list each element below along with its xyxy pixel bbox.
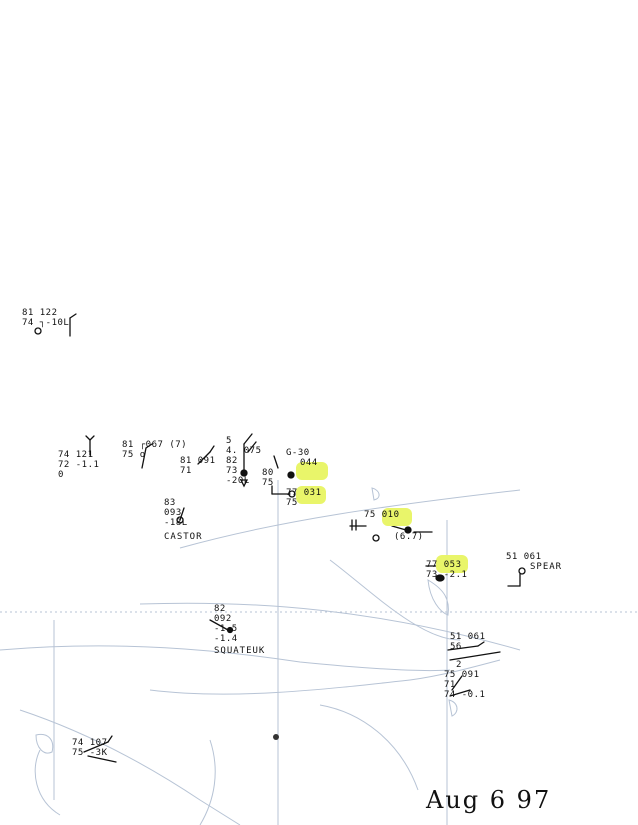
city-dot xyxy=(273,734,279,740)
plot-line: 73 xyxy=(226,466,238,476)
coastline xyxy=(149,659,501,695)
station-plot-central-a: 5 4. 075 82 73 -20L xyxy=(226,436,262,486)
island xyxy=(35,733,54,754)
river xyxy=(199,739,216,825)
plot-line: 75 -3K xyxy=(72,748,108,758)
plot-line: 75 xyxy=(286,498,298,508)
wind-barb xyxy=(447,641,501,697)
station-plot-g30: G-30 044 80 75 77 031 75 xyxy=(262,448,322,508)
plot-line: 75 010 xyxy=(364,510,400,520)
plot-line: 0 xyxy=(58,470,64,480)
plot-line: 092 xyxy=(214,614,232,624)
plot-line: 74 -0.1 xyxy=(444,690,486,700)
plot-line: 2 xyxy=(456,660,462,670)
wind-barb xyxy=(209,619,234,634)
plot-line: 74 121 xyxy=(58,450,94,460)
plot-line: 72 -1.1 xyxy=(58,460,100,470)
plot-line: -1.5 xyxy=(214,624,238,634)
island xyxy=(427,579,449,616)
plot-line: 093 xyxy=(164,508,182,518)
plot-line: 74 107 xyxy=(72,738,108,748)
plot-line: 5 xyxy=(226,436,232,446)
coastline xyxy=(329,559,461,641)
plot-line: 71 xyxy=(180,466,192,476)
plot-line: -20L xyxy=(226,476,250,486)
coastline xyxy=(319,704,419,791)
coastline xyxy=(0,645,451,672)
station-plot-se-2: 2 75 091 71 74 -0.1 xyxy=(444,660,485,700)
island xyxy=(448,699,458,717)
plot-line: 80 xyxy=(262,468,274,478)
place-label-spear: SPEAR xyxy=(530,562,563,572)
coastline xyxy=(19,709,241,825)
station-plot-castor: 83 093 -18L CASTOR xyxy=(164,498,203,542)
wind-barb xyxy=(34,313,77,337)
plot-line: 51 061 xyxy=(506,552,542,562)
plot-line: -1.4 xyxy=(214,634,238,644)
station-plot-se-1: 51 061 56 xyxy=(450,632,486,652)
plot-line: 044 xyxy=(300,458,318,468)
plot-line: 51 061 xyxy=(450,632,486,642)
latitude-arc xyxy=(139,602,521,651)
plot-line: (6.7) xyxy=(394,532,424,542)
latitude-arc xyxy=(179,489,521,549)
plot-line: 75 xyxy=(262,478,274,488)
plot-line: G-30 xyxy=(286,448,310,458)
plot-line: 74 ┐-10L xyxy=(22,318,70,328)
wind-barb xyxy=(83,735,117,763)
plot-line: 4. 075 xyxy=(226,446,262,456)
plot-line: 77 031 xyxy=(286,488,322,498)
island xyxy=(371,487,380,501)
station-plot-ne-corner: 81 122 74 ┐-10L xyxy=(22,308,69,328)
wind-barb xyxy=(176,507,185,524)
plot-line: 81 091 xyxy=(180,456,216,466)
plot-line: 75 o xyxy=(122,450,146,460)
station-plot-east-1: 75 010 (6.7) xyxy=(364,510,424,542)
river xyxy=(34,749,61,816)
plot-line: -18L xyxy=(164,518,188,528)
plot-line: 75 091 xyxy=(444,670,480,680)
handwritten-date: Aug 6 97 xyxy=(426,786,552,814)
plot-line: 81 ┌067 (7) xyxy=(122,440,188,450)
station-plot-sw: 74 107 75 -3K xyxy=(72,738,108,758)
plot-line: 77 053 xyxy=(426,560,462,570)
plot-line: 56 xyxy=(450,642,462,652)
wind-barb xyxy=(197,445,215,465)
station-plot-east-2: 77 053 73 -2.1 xyxy=(426,560,467,580)
station-plot-far-west: 74 121 72 -1.1 0 xyxy=(58,450,99,480)
plot-line: 83 xyxy=(164,498,176,508)
place-label-squateuk: SQUATEUK xyxy=(214,646,266,656)
wind-barb xyxy=(349,519,433,542)
wind-barb xyxy=(85,435,95,456)
wind-barb xyxy=(239,433,257,488)
plot-line: 73 -2.1 xyxy=(426,570,468,580)
station-plot-west-3: 81 091 71 xyxy=(180,456,216,476)
wind-barb xyxy=(507,567,526,587)
plot-line: 71 xyxy=(444,680,456,690)
plot-line: 81 122 xyxy=(22,308,58,318)
station-plot-spear: 51 061 SPEAR xyxy=(506,552,562,572)
wind-barb xyxy=(271,455,296,498)
plot-line: 82 xyxy=(214,604,226,614)
station-plot-west-2: 81 ┌067 (7) 75 o xyxy=(122,440,187,460)
place-label-castor: CASTOR xyxy=(164,532,203,542)
plot-line: 82 xyxy=(226,456,238,466)
station-plot-squateuk: 82 092 -1.5 -1.4 SQUATEUK xyxy=(214,604,265,656)
wind-barb xyxy=(141,443,153,469)
